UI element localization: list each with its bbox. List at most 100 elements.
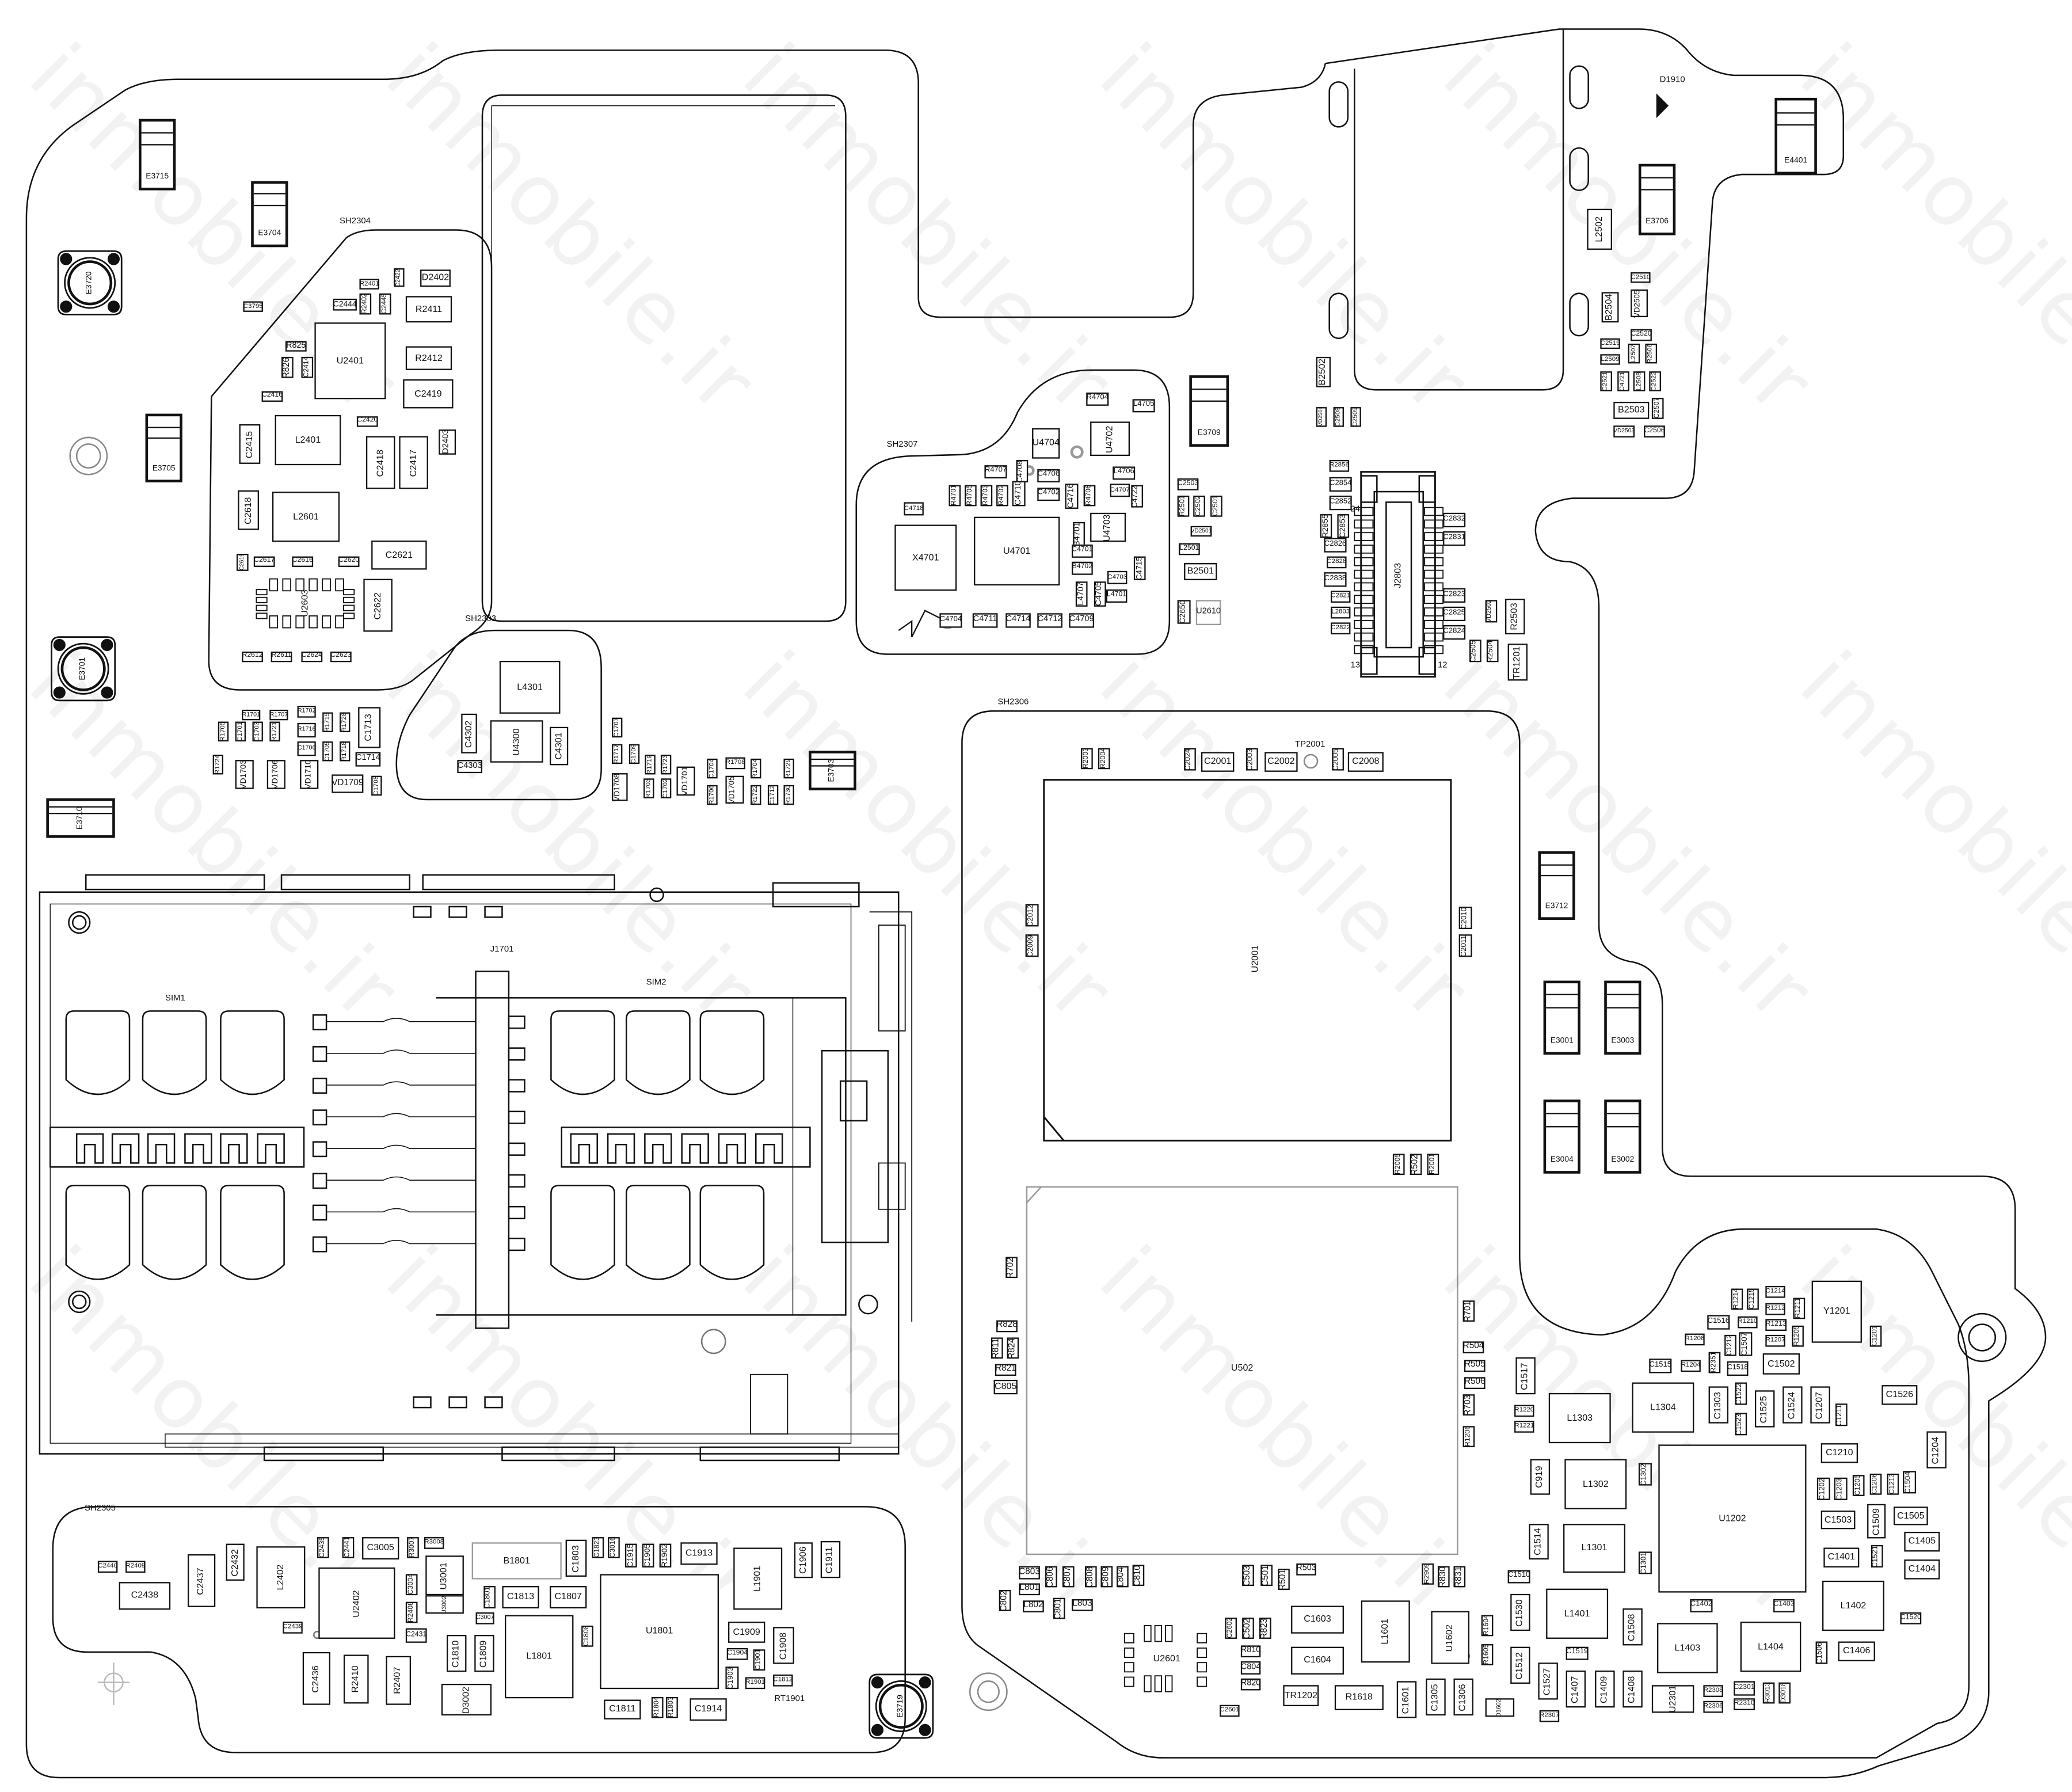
sim-pin-trace	[326, 1176, 476, 1181]
component-designator: R2001	[1428, 1154, 1437, 1175]
component-c: C1509	[1867, 1504, 1886, 1539]
component-c: C1807	[550, 1586, 587, 1609]
component-u: U1202	[1658, 1444, 1807, 1593]
component-c: C808	[1084, 1566, 1097, 1588]
component-r: R2410	[343, 1654, 369, 1704]
component-u: U2601	[1121, 1620, 1213, 1697]
component-l: L2402	[256, 1546, 306, 1609]
component-c: C1202	[1816, 1477, 1830, 1500]
component-r: R1804	[651, 1696, 664, 1718]
component-c: C2821	[1330, 591, 1351, 603]
sim-pin	[312, 1078, 327, 1094]
component-designator: C4702	[1037, 489, 1060, 497]
component-r: R2402	[359, 293, 372, 315]
component-designator: C2509	[1351, 407, 1359, 427]
component-r: R2003	[1081, 748, 1093, 770]
diode-d1910-symbol	[1656, 93, 1669, 119]
component-designator: C1409	[1600, 1675, 1610, 1703]
component-c: C4702	[1037, 488, 1060, 501]
top-right-cutout	[1354, 29, 1564, 391]
component-designator: C2419	[414, 389, 442, 399]
component-vd: VD2503	[1613, 425, 1635, 437]
component-designator: C3004	[406, 1574, 415, 1595]
component-designator: C2619	[238, 554, 245, 571]
component-c: C2825	[1443, 606, 1466, 622]
component-b: B2502	[1316, 356, 1331, 387]
component-x: X4701	[894, 524, 957, 591]
component-c: C2520	[1631, 329, 1652, 341]
component-designator: C2439	[283, 1623, 303, 1631]
component-designator: C2505	[1470, 640, 1479, 662]
component-designator: TR1201	[1513, 645, 1522, 679]
component-c: C2510	[1631, 272, 1651, 283]
component-designator: R3008	[424, 1538, 444, 1547]
component-designator: C1904	[727, 1649, 748, 1657]
component-c: C2301	[1734, 1681, 1755, 1696]
component-l: L2502	[1587, 208, 1612, 250]
sim1-contact-strip	[49, 1127, 305, 1168]
component-designator: J2803	[1394, 562, 1404, 588]
component-designator: U4701	[1003, 546, 1031, 556]
component-c: C1303	[1708, 1386, 1729, 1424]
component-r: R1729	[783, 758, 794, 779]
component-c: C1203	[1834, 1477, 1848, 1500]
connector-pin	[1424, 632, 1444, 642]
component-designator: C2621	[385, 550, 413, 560]
ic-pad	[1123, 1648, 1134, 1658]
component-designator: R1901	[745, 1678, 765, 1687]
sim-pin	[508, 1110, 525, 1124]
component-c: C1601	[1396, 1681, 1417, 1718]
component-c: C502	[1242, 1618, 1254, 1639]
component-c: C2501	[1210, 495, 1222, 517]
ic-pad	[256, 612, 268, 619]
sim-pin	[508, 1205, 525, 1220]
shield-sh2305	[52, 1506, 906, 1753]
component-designator: L2507	[1629, 344, 1637, 363]
sim-pin-trace	[326, 1081, 476, 1086]
component-designator: U2610	[1196, 607, 1221, 617]
component-designator: C809	[1100, 1566, 1110, 1588]
sim-contact-pad	[550, 1185, 615, 1280]
component-c: C2002	[1264, 752, 1298, 772]
component-vd: VD2505	[1631, 290, 1648, 317]
component-designator: C2521	[1601, 371, 1610, 391]
component-designator: C4708	[1017, 460, 1025, 482]
shield-clip: E3704	[251, 181, 288, 248]
component-designator: L4706	[1113, 468, 1134, 476]
component-vd: VD1708	[612, 773, 628, 801]
component-designator: C1517	[1521, 1362, 1530, 1390]
component-designator: L1402	[1840, 1601, 1867, 1611]
component-designator: R823	[1259, 1618, 1269, 1639]
component-c: C1201	[1869, 1325, 1882, 1347]
sim-contact-pad	[699, 1010, 765, 1095]
component-designator: C2005	[1332, 748, 1341, 771]
component-r: R2308	[1703, 1685, 1723, 1697]
component-c: C2616	[292, 556, 314, 567]
component-designator: C1514	[1534, 1528, 1544, 1555]
component-designator: C1524	[1788, 1391, 1797, 1419]
component-b: B4701	[1073, 522, 1085, 547]
component-designator: C4716	[1066, 484, 1076, 509]
component-designator: C2012	[1027, 904, 1035, 927]
connector-pin	[1424, 569, 1444, 579]
component-c: C2436	[302, 1652, 330, 1705]
component-designator: C1503	[1824, 1515, 1852, 1525]
component-c: C4708	[1016, 459, 1029, 483]
component-designator: Y1201	[1823, 1307, 1850, 1317]
component-c: C1210	[1820, 1443, 1858, 1463]
ic-pad	[335, 578, 344, 592]
sim-pin	[508, 1174, 525, 1188]
component-designator: C2436	[311, 1665, 321, 1692]
sim-pin	[312, 1236, 327, 1253]
component-designator: L2401	[295, 435, 321, 445]
component-u: U502	[1189, 1335, 1295, 1401]
ic-pad	[1123, 1676, 1134, 1687]
component-designator: C801	[1053, 1597, 1063, 1619]
mounting-pad-label: E3719	[897, 1695, 905, 1718]
component-designator: C4707	[1110, 485, 1130, 494]
component-c: C2831	[1443, 531, 1466, 546]
component-designator: B1801	[503, 1556, 530, 1566]
component-designator: C1404	[1908, 1565, 1936, 1574]
component-designator: C2620	[338, 557, 360, 565]
